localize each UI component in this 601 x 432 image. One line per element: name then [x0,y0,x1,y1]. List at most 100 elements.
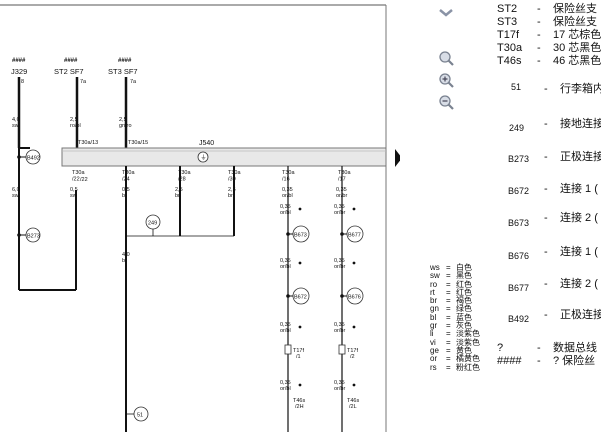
connector-b492: B492 [17,149,41,165]
middle-wires [125,166,343,432]
svg-text:####: #### [64,58,78,64]
list-item: -正极连接 [544,151,601,163]
svg-text:T30a/28: T30a/28 [178,170,191,183]
top-wire-specs: 4,0 sw 2,5 ro/bl 2,5 gn/ro [12,117,132,129]
svg-text:4,0: 4,0 [122,252,130,258]
legend-row: rt=红色 [430,287,472,297]
color-legend: ws=白色 sw=黑色 ro=红色 rt=红色 br=褐色 gn=绿色 bl=蓝… [430,263,480,372]
zoom-out-icon[interactable] [438,94,456,112]
list-item: -连接 2 ( [544,278,598,290]
svg-text:J329: J329 [11,67,27,76]
expand-arrow-icon[interactable] [395,149,400,167]
svg-text:0,35: 0,35 [280,258,291,264]
bottom-pin-labels-2: /22 [80,177,88,183]
list-item: -连接 1 ( [544,246,598,258]
zoom-in-icon[interactable] [438,72,456,90]
svg-text:br: br [228,193,233,199]
legend-row: or=橘黄色 [430,354,480,364]
legend-row: bl=蓝色 [430,312,472,322]
list-item: ST2-保险丝支 [497,3,597,15]
svg-text:B673: B673 [294,233,307,239]
list-item: 249 [509,123,525,133]
terminal-t46s-2h: T46s /2H [293,398,305,410]
svg-text:0,35: 0,35 [334,258,345,264]
svg-text:0,35: 0,35 [280,322,291,328]
svg-text:T30a/22: T30a/22 [72,170,85,183]
list-item: ST3-保险丝支 [497,16,597,28]
component-j329: #### J329 8 [11,58,27,85]
list-item: B677 [508,283,530,293]
svg-text:/1: /1 [296,354,301,360]
list-item: T30a-30 芯黑色 [497,42,601,54]
svg-text:T17f: T17f [293,348,304,354]
svg-text:/2: /2 [350,354,355,360]
svg-text:sw: sw [12,123,19,129]
mid-wire-spec: 4,0 br [122,252,130,264]
zoom-icon[interactable] [438,50,456,68]
svg-text:ST3 SF7: ST3 SF7 [108,67,138,76]
svg-text:T46s: T46s [347,398,359,404]
svg-text:0,5: 0,5 [70,187,78,193]
list-item: ####-? 保险丝 [497,355,596,367]
list-item: B672 [508,186,530,196]
list-item: 51 [511,82,522,92]
svg-text:or/bl: or/bl [280,264,291,270]
svg-text:B676: B676 [348,295,361,301]
list-item: B492 [508,314,530,324]
svg-text:or/bl: or/bl [280,210,291,216]
legend-row: rs=粉红色 [430,362,480,372]
bar-pin-label: T30a/13 [78,140,98,146]
svg-text:or/bl: or/bl [282,193,293,199]
right-wire-specs: 0,35 or/bl 0,35 or/br 0,35 or/bl 0,35 or… [280,204,345,392]
component-st3: #### ST3 SF7 7a [108,58,138,85]
svg-text:sw: sw [12,193,19,199]
svg-text:br: br [122,193,127,199]
svg-text:or/br: or/br [334,210,345,216]
connector-51: 51 [126,406,149,422]
list-item: B676 [508,251,530,261]
ground-symbol-icon: ⏚ [201,155,207,162]
list-item: ?-数据总线 [497,342,597,354]
j329-loop [18,147,77,291]
list-item: -行李箱内 [544,83,601,95]
control-unit-j540: J540 ⏚ [61,140,387,167]
component-st2: #### ST2 SF7 7a [54,58,87,85]
svg-text:T46s: T46s [293,398,305,404]
svg-text:####: #### [118,58,132,64]
list-item: -正极连接 [544,309,601,321]
terminal-t17f-1: T17f /1 [284,344,304,360]
svg-text:sw: sw [70,193,77,199]
svg-text:/2H: /2H [295,404,304,410]
svg-text:T17f: T17f [347,348,358,354]
svg-text:7a: 7a [130,79,137,85]
top-wires [17,77,128,148]
legend-row: ge=黄色 [430,345,472,355]
svg-text:T30a/17: T30a/17 [338,170,351,183]
wire-dots [298,207,356,387]
svg-text:J540: J540 [199,140,214,147]
terminal-t46s-2l: T46s /2L [347,398,359,410]
svg-text:2,5: 2,5 [119,117,127,123]
svg-text:or/bl: or/bl [280,328,291,334]
svg-text:0,35: 0,35 [336,187,347,193]
svg-text:ro/bl: ro/bl [70,123,81,129]
list-item: -接地连接 [544,118,601,130]
connector-b673: B673 [286,225,310,243]
connector-b676: B676 [340,287,364,305]
wiring-diagram: #### J329 8 #### ST2 SF7 7a #### ST3 SF7… [0,4,400,432]
svg-text:B492: B492 [27,156,40,162]
svg-text:0,35: 0,35 [280,204,291,210]
legend-row: li=淡紫色 [430,329,480,339]
svg-text:4,0: 4,0 [12,117,20,123]
svg-text:gn/ro: gn/ro [119,123,132,129]
svg-text:2,5: 2,5 [175,187,183,193]
svg-text:T30a/24: T30a/24 [122,170,135,183]
svg-text:0,35: 0,35 [334,204,345,210]
svg-text:0,35: 0,35 [334,380,345,386]
list-item: -连接 2 ( [544,212,598,224]
chevron-down-icon[interactable] [437,4,455,22]
svg-text:or/bl: or/bl [280,386,291,392]
svg-text:6,0: 6,0 [12,187,20,193]
connector-b677: B677 [340,225,364,243]
svg-text:2,5: 2,5 [228,187,236,193]
